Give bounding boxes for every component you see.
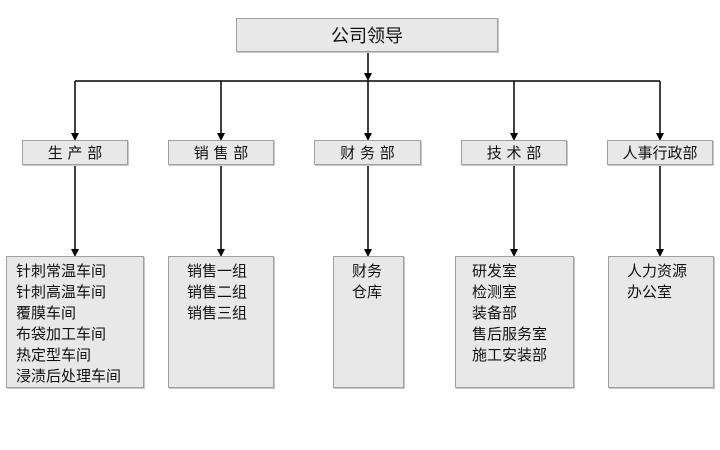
production-unit-item: 布袋加工车间 bbox=[16, 325, 107, 343]
production-units-box: 针刺常温车间 针刺高温车间 覆膜车间 布袋加工车间 热定型车间 浸渍后处理车间 bbox=[6, 256, 144, 388]
dept-hr-label: 人事行政部 bbox=[622, 144, 698, 162]
hr-units-box: 人力资源 办公室 bbox=[608, 256, 714, 388]
sales-units-box: 销售一组 销售二组 销售三组 bbox=[168, 256, 274, 388]
tech-unit-item: 施工安装部 bbox=[472, 346, 548, 364]
dept-hr-box: 人事行政部 bbox=[607, 140, 713, 165]
finance-units-box: 财务 仓库 bbox=[333, 256, 404, 388]
dept-finance-label: 财 务 部 bbox=[340, 144, 395, 162]
dept-finance-box: 财 务 部 bbox=[314, 140, 421, 165]
sales-unit-item: 销售一组 bbox=[187, 262, 248, 280]
dept-sales-box: 销 售 部 bbox=[168, 140, 274, 165]
production-unit-item: 浸渍后处理车间 bbox=[16, 367, 122, 385]
sales-unit-item: 销售二组 bbox=[187, 283, 248, 301]
tech-unit-item: 装备部 bbox=[472, 304, 518, 322]
production-unit-item: 针刺常温车间 bbox=[16, 262, 107, 280]
dept-sales-label: 销 售 部 bbox=[193, 144, 249, 162]
company-leadership-label: 公司领导 bbox=[331, 26, 403, 47]
dept-production-box: 生 产 部 bbox=[22, 140, 128, 165]
tech-unit-item: 售后服务室 bbox=[472, 325, 548, 343]
sales-unit-item: 销售三组 bbox=[187, 304, 248, 322]
tech-unit-item: 检测室 bbox=[472, 283, 518, 301]
company-leadership-box: 公司领导 bbox=[236, 18, 498, 52]
finance-unit-item: 财务 bbox=[352, 262, 383, 280]
hr-unit-item: 办公室 bbox=[627, 283, 673, 301]
production-unit-item: 覆膜车间 bbox=[16, 304, 77, 322]
tech-units-box: 研发室 检测室 装备部 售后服务室 施工安装部 bbox=[455, 256, 574, 388]
finance-unit-item: 仓库 bbox=[352, 283, 383, 301]
dept-tech-box: 技 术 部 bbox=[461, 140, 567, 165]
production-unit-item: 针刺高温车间 bbox=[16, 283, 107, 301]
dept-tech-label: 技 术 部 bbox=[486, 144, 542, 162]
dept-production-label: 生 产 部 bbox=[47, 144, 103, 162]
tech-unit-item: 研发室 bbox=[472, 262, 518, 280]
production-unit-item: 热定型车间 bbox=[16, 346, 92, 364]
hr-unit-item: 人力资源 bbox=[627, 262, 688, 280]
